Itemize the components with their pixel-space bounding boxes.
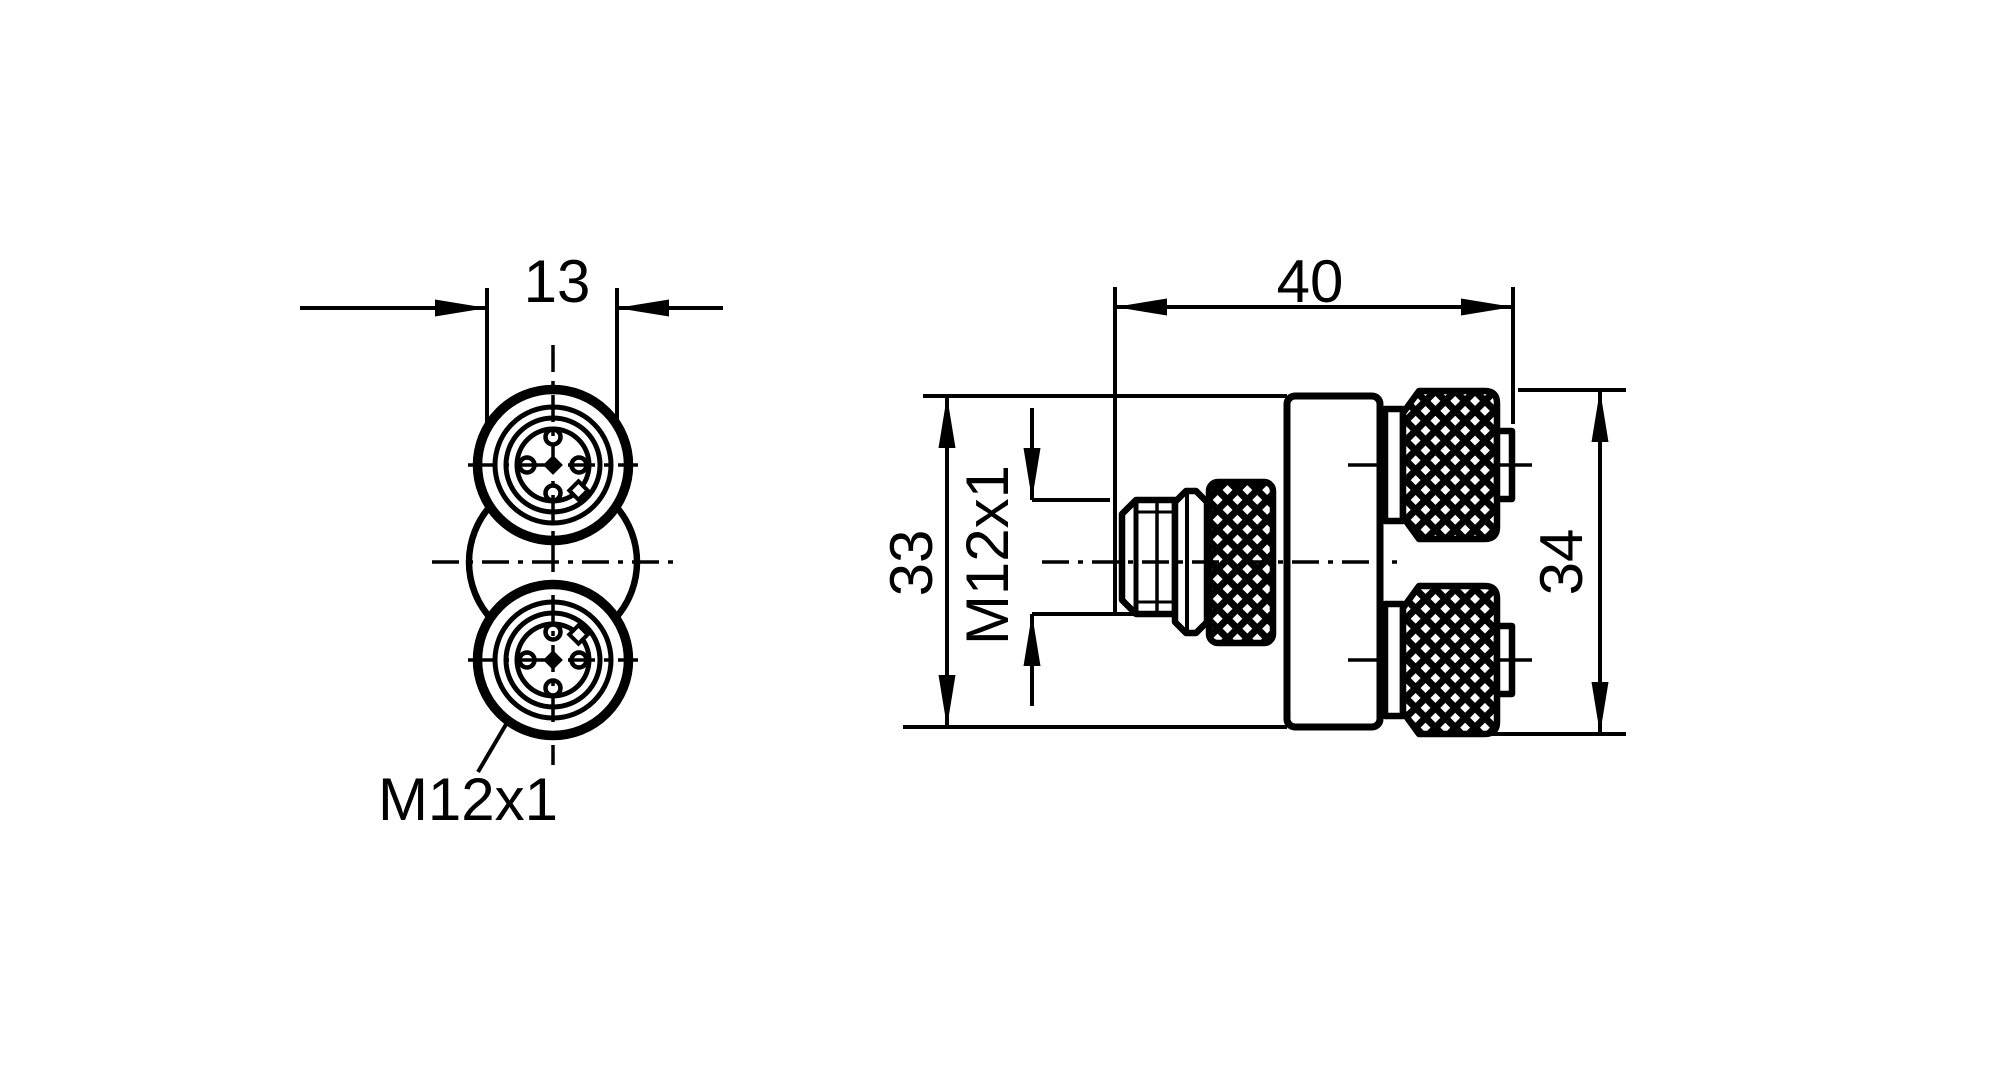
arrow-down-icon — [1591, 682, 1609, 734]
keying-notch-top — [566, 478, 591, 503]
dim-thread-m12: M12x1 — [954, 408, 1140, 706]
male-thread — [1118, 496, 1179, 618]
dim-length-40: 40 — [1113, 248, 1515, 614]
front-thread-callout: M12x1 — [378, 719, 558, 833]
arrow-up-icon — [1591, 390, 1609, 442]
front-view: 13 M12x1 — [300, 248, 723, 833]
dim-overall-height-label: 34 — [1528, 529, 1595, 596]
female-knurled-nut-bottom — [1399, 582, 1501, 738]
arrow-up-icon — [938, 396, 956, 448]
dim-height-33: 33 — [878, 394, 1287, 729]
arrow-right-icon — [1461, 298, 1513, 316]
arrow-down-icon — [938, 675, 956, 727]
dim-width-13: 13 — [300, 248, 723, 430]
female-connector-bottom — [1348, 582, 1532, 738]
dim-width-label: 13 — [524, 248, 591, 315]
front-centerlines — [432, 345, 677, 765]
arrow-up-icon — [1023, 614, 1041, 666]
dim-overall-height-34: 34 — [1480, 388, 1626, 736]
dim-height-label: 33 — [878, 530, 945, 597]
female-knurled-nut-top — [1399, 387, 1501, 543]
arrow-right-icon — [435, 299, 487, 317]
arrow-down-icon — [1023, 448, 1041, 500]
side-view: 40 33 M12x1 34 — [878, 248, 1626, 738]
front-thread-label: M12x1 — [378, 766, 558, 833]
arrow-left-icon — [1115, 298, 1167, 316]
male-connector — [1118, 478, 1277, 647]
dim-length-label: 40 — [1277, 248, 1344, 315]
side-thread-label: M12x1 — [954, 465, 1021, 645]
arrow-left-icon — [617, 299, 669, 317]
keying-notch-bottom — [566, 622, 591, 647]
female-connector-top — [1348, 387, 1532, 543]
leader-line — [476, 719, 510, 774]
